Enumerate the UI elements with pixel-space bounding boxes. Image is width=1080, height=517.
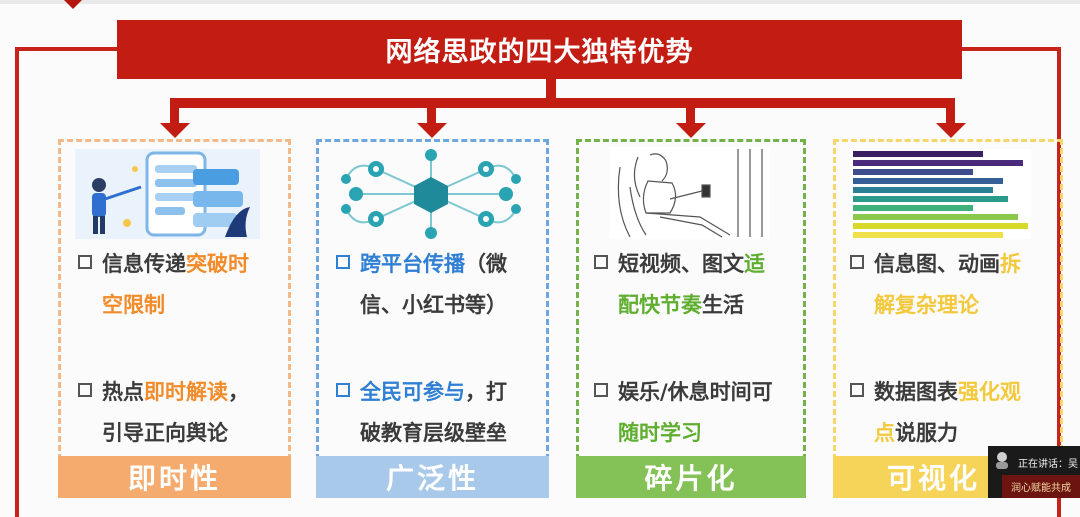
diagram-title: 网络思政的四大独特优势 [385, 37, 694, 68]
footer-label-fragmentation: 碎片化 [576, 456, 806, 498]
checkbox-square-icon [336, 255, 350, 269]
card-2-bullet-2: 全民可参与，打 破教育层级壁垒 [336, 372, 546, 454]
checkbox-square-icon [78, 383, 92, 397]
card-4-bullet-1: 信息图、动画拆 解复杂理论 [850, 244, 1060, 326]
connector-drop-2 [427, 106, 436, 126]
footer-label-breadth: 广泛性 [316, 456, 549, 498]
top-divider-line [0, 0, 1080, 4]
card-1-bullet-2: 热点即时解读， 引导正向舆论 [78, 372, 288, 454]
card-2-bullet-1: 跨平台传播（微 信、小红书等） [336, 244, 546, 326]
card-1-bullet-1: 信息传递突破时 空限制 [78, 244, 288, 326]
connector-drop-1 [170, 106, 179, 126]
person-with-phone-ui-illustration [75, 149, 260, 239]
arrow-down-icon [160, 123, 190, 138]
arrow-down-icon [936, 123, 966, 138]
checkbox-square-icon [336, 383, 350, 397]
checkbox-square-icon [594, 255, 608, 269]
woman-reading-phone-sketch [610, 147, 770, 239]
connector-drop-4 [946, 106, 955, 126]
card-3-bullet-1: 短视频、图文适 配快节奏生活 [594, 244, 806, 326]
connector-bar [170, 98, 955, 108]
top-marker-arrow [64, 0, 82, 9]
checkbox-square-icon [850, 255, 864, 269]
checkbox-square-icon [594, 383, 608, 397]
arrow-down-icon [417, 123, 447, 138]
checkbox-square-icon [78, 255, 92, 269]
title-bar: 网络思政的四大独特优势 [117, 20, 962, 79]
card-3-bullet-2: 娱乐/休息时间可 随时学习 [594, 372, 806, 454]
network-hexagon-illustration [336, 149, 526, 239]
checkbox-square-icon [850, 383, 864, 397]
speaker-avatar [994, 451, 1010, 469]
footer-label-visualization: 可视化 [833, 456, 988, 498]
footer-label-immediacy: 即时性 [58, 456, 291, 498]
horizontal-bar-chart-illustration [849, 149, 1031, 239]
connector-stem [546, 79, 556, 101]
speaking-indicator: 正在讲话：吴 [1018, 459, 1078, 470]
event-logo: 润心赋能共成 [1002, 475, 1080, 498]
arrow-down-icon [676, 123, 706, 138]
card-4-bullet-2: 数据图表强化观 点说服力 [850, 372, 1060, 454]
connector-drop-3 [686, 106, 695, 126]
